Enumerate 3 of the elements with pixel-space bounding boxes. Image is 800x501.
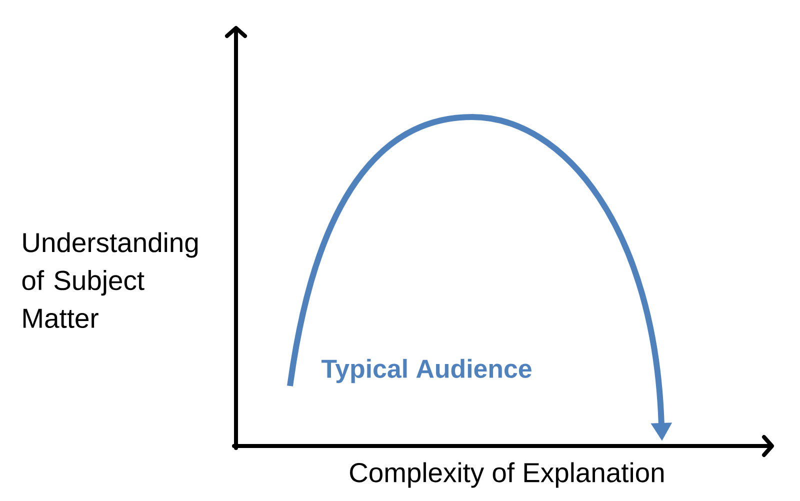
axis-label: Complexity of Explanation: [350, 462, 664, 488]
curve-label: Typical Audience: [322, 358, 532, 384]
axis-label: Understanding of Subject Matter: [22, 232, 198, 328]
